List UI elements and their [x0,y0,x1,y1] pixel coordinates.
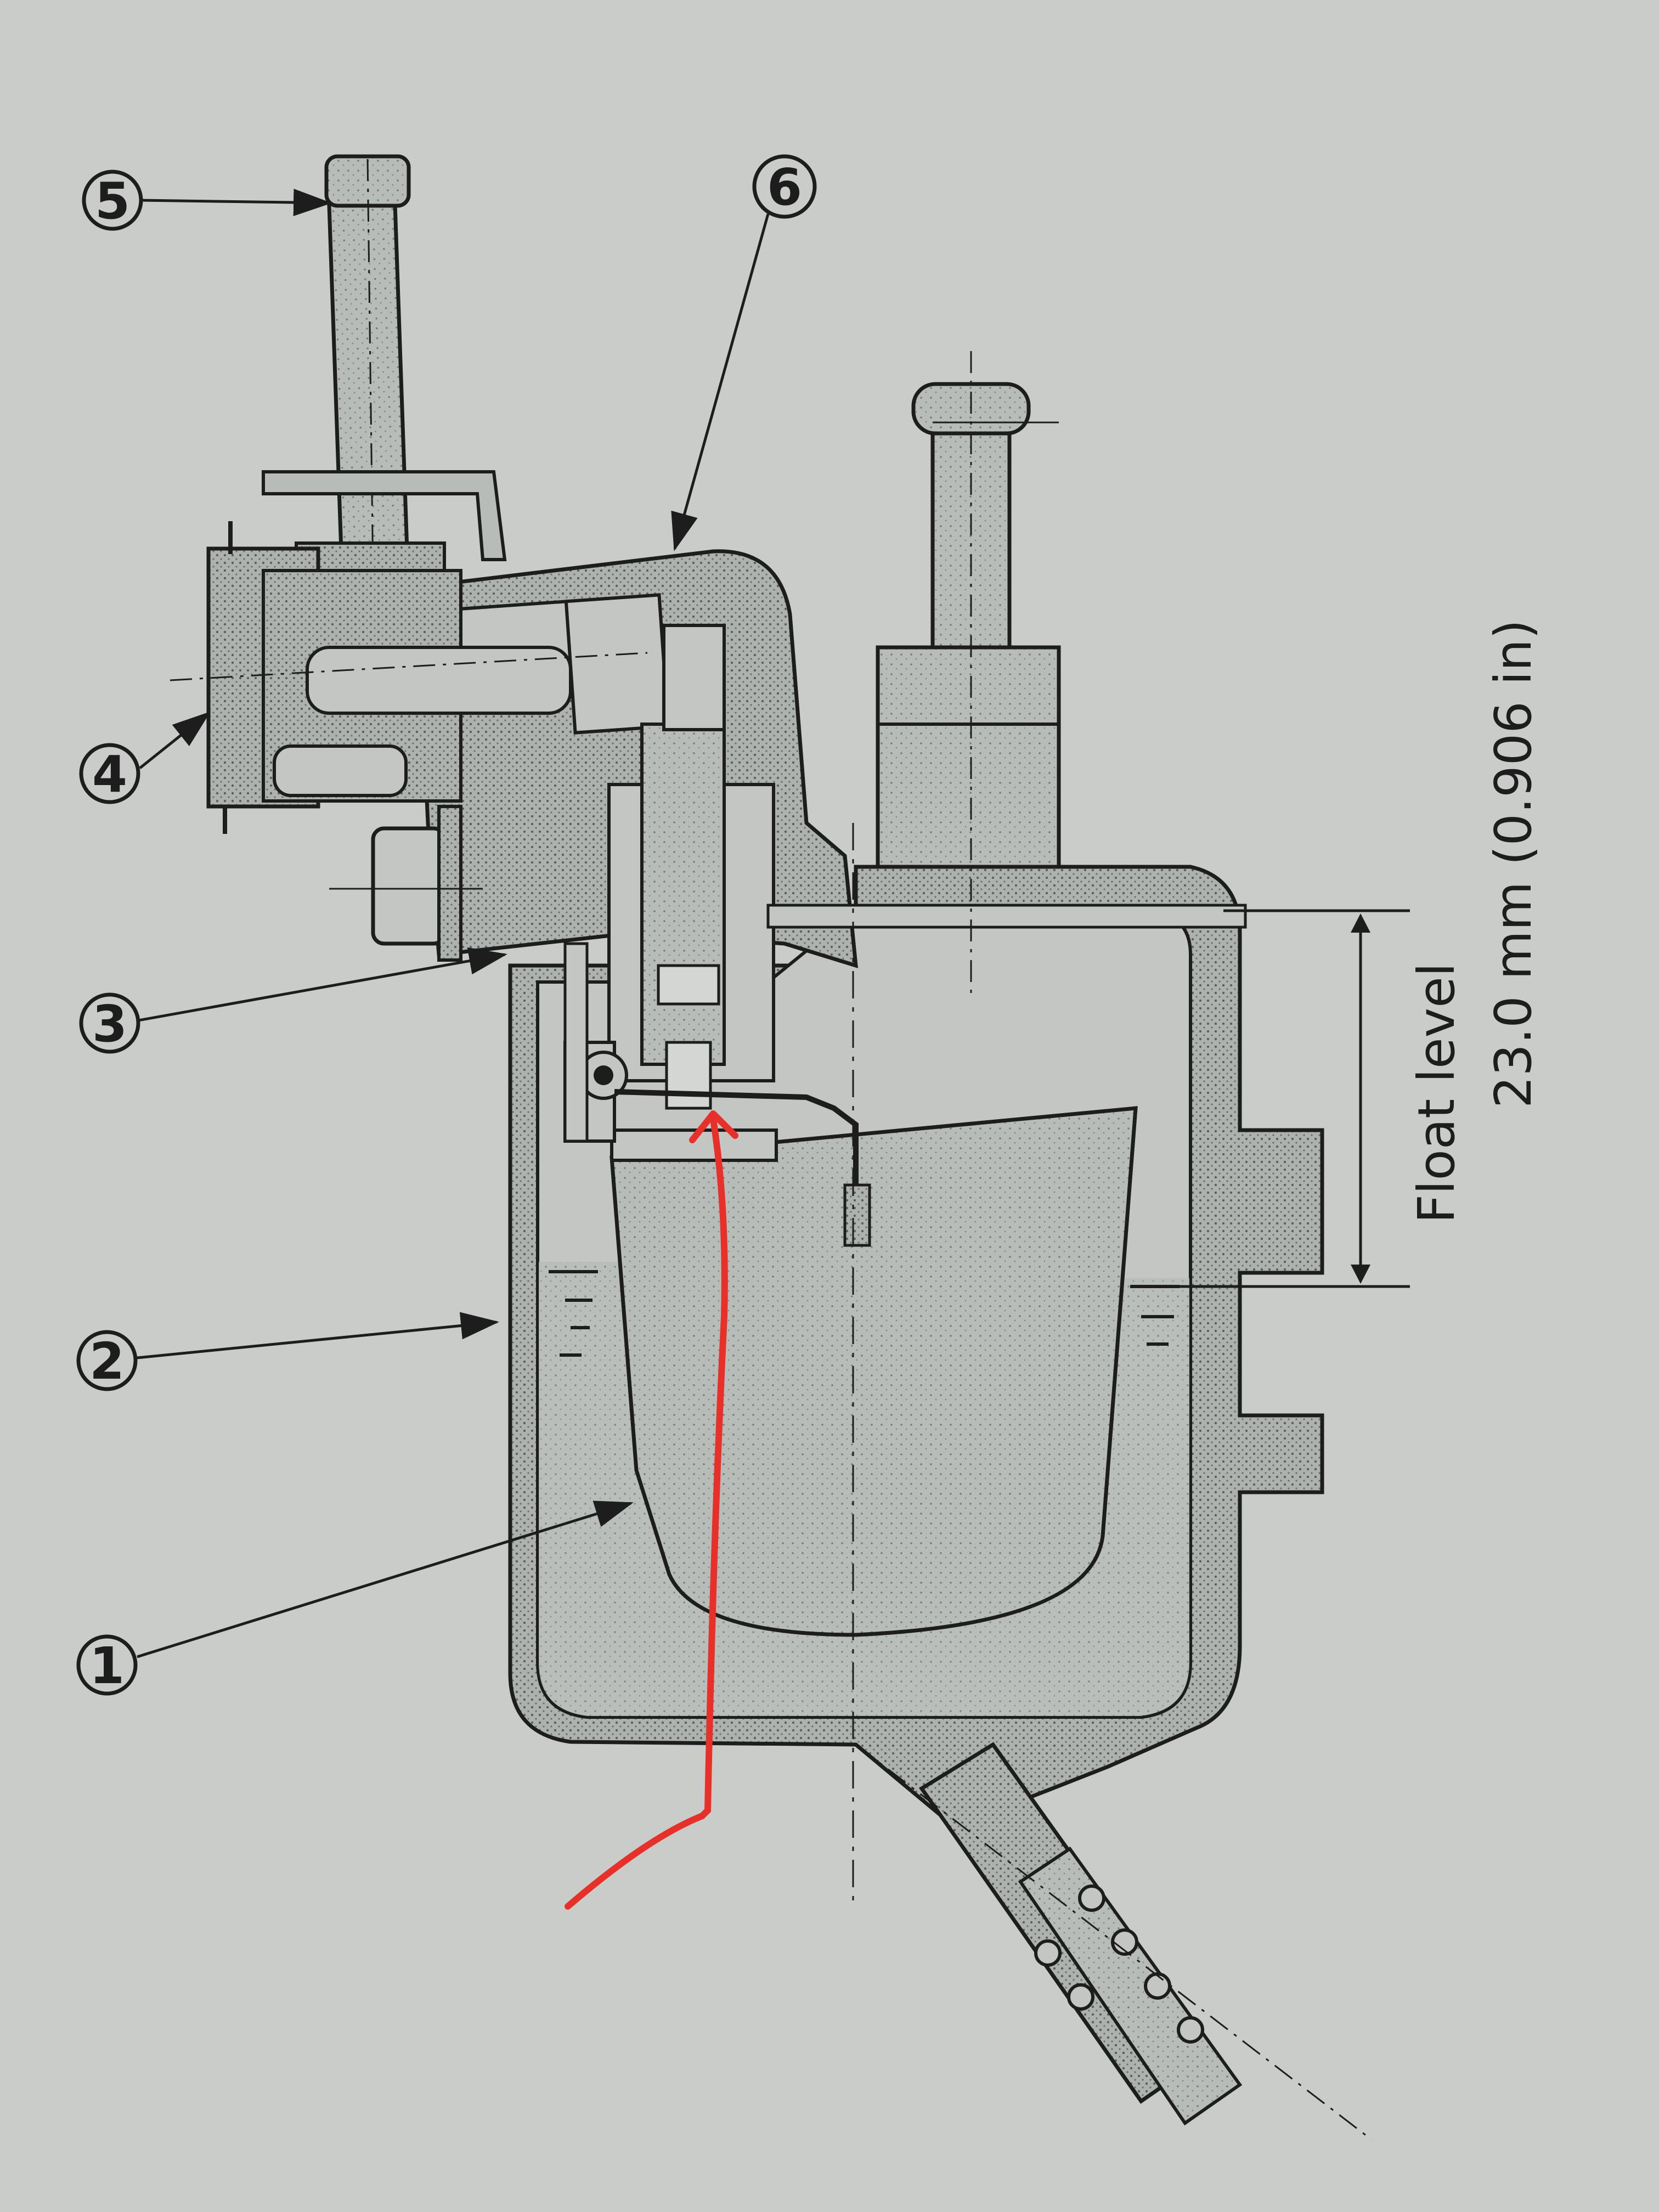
callout-label-5: 5 [95,172,130,230]
callout-label-3: 3 [92,995,127,1053]
callout-label-4: 4 [92,745,127,804]
red-annotation-arrow [565,1110,738,1910]
float-level-dimension: Float level 23.0 mm (0.906 in) [1152,619,1543,1288]
callout-label-1: 1 [89,1637,125,1695]
callout-label-6: 6 [767,158,802,217]
callout-4: 4 [79,711,211,804]
callout-2: 2 [76,1312,499,1391]
callout-1: 1 [76,1500,634,1696]
callout-label-2: 2 [89,1332,125,1391]
callout-5: 5 [82,170,332,231]
callout-6: 6 [671,154,817,551]
drain-tube [855,1742,1372,2141]
float-level-title: Float level [1407,963,1466,1223]
float [610,1106,1138,1637]
vent-tube [876,351,1061,998]
needle-valve [607,624,775,1110]
mounting-screw [329,805,483,962]
filter-cap [170,521,648,834]
callout-3: 3 [79,947,507,1054]
float-level-value: 23.0 mm (0.906 in) [1484,619,1543,1108]
